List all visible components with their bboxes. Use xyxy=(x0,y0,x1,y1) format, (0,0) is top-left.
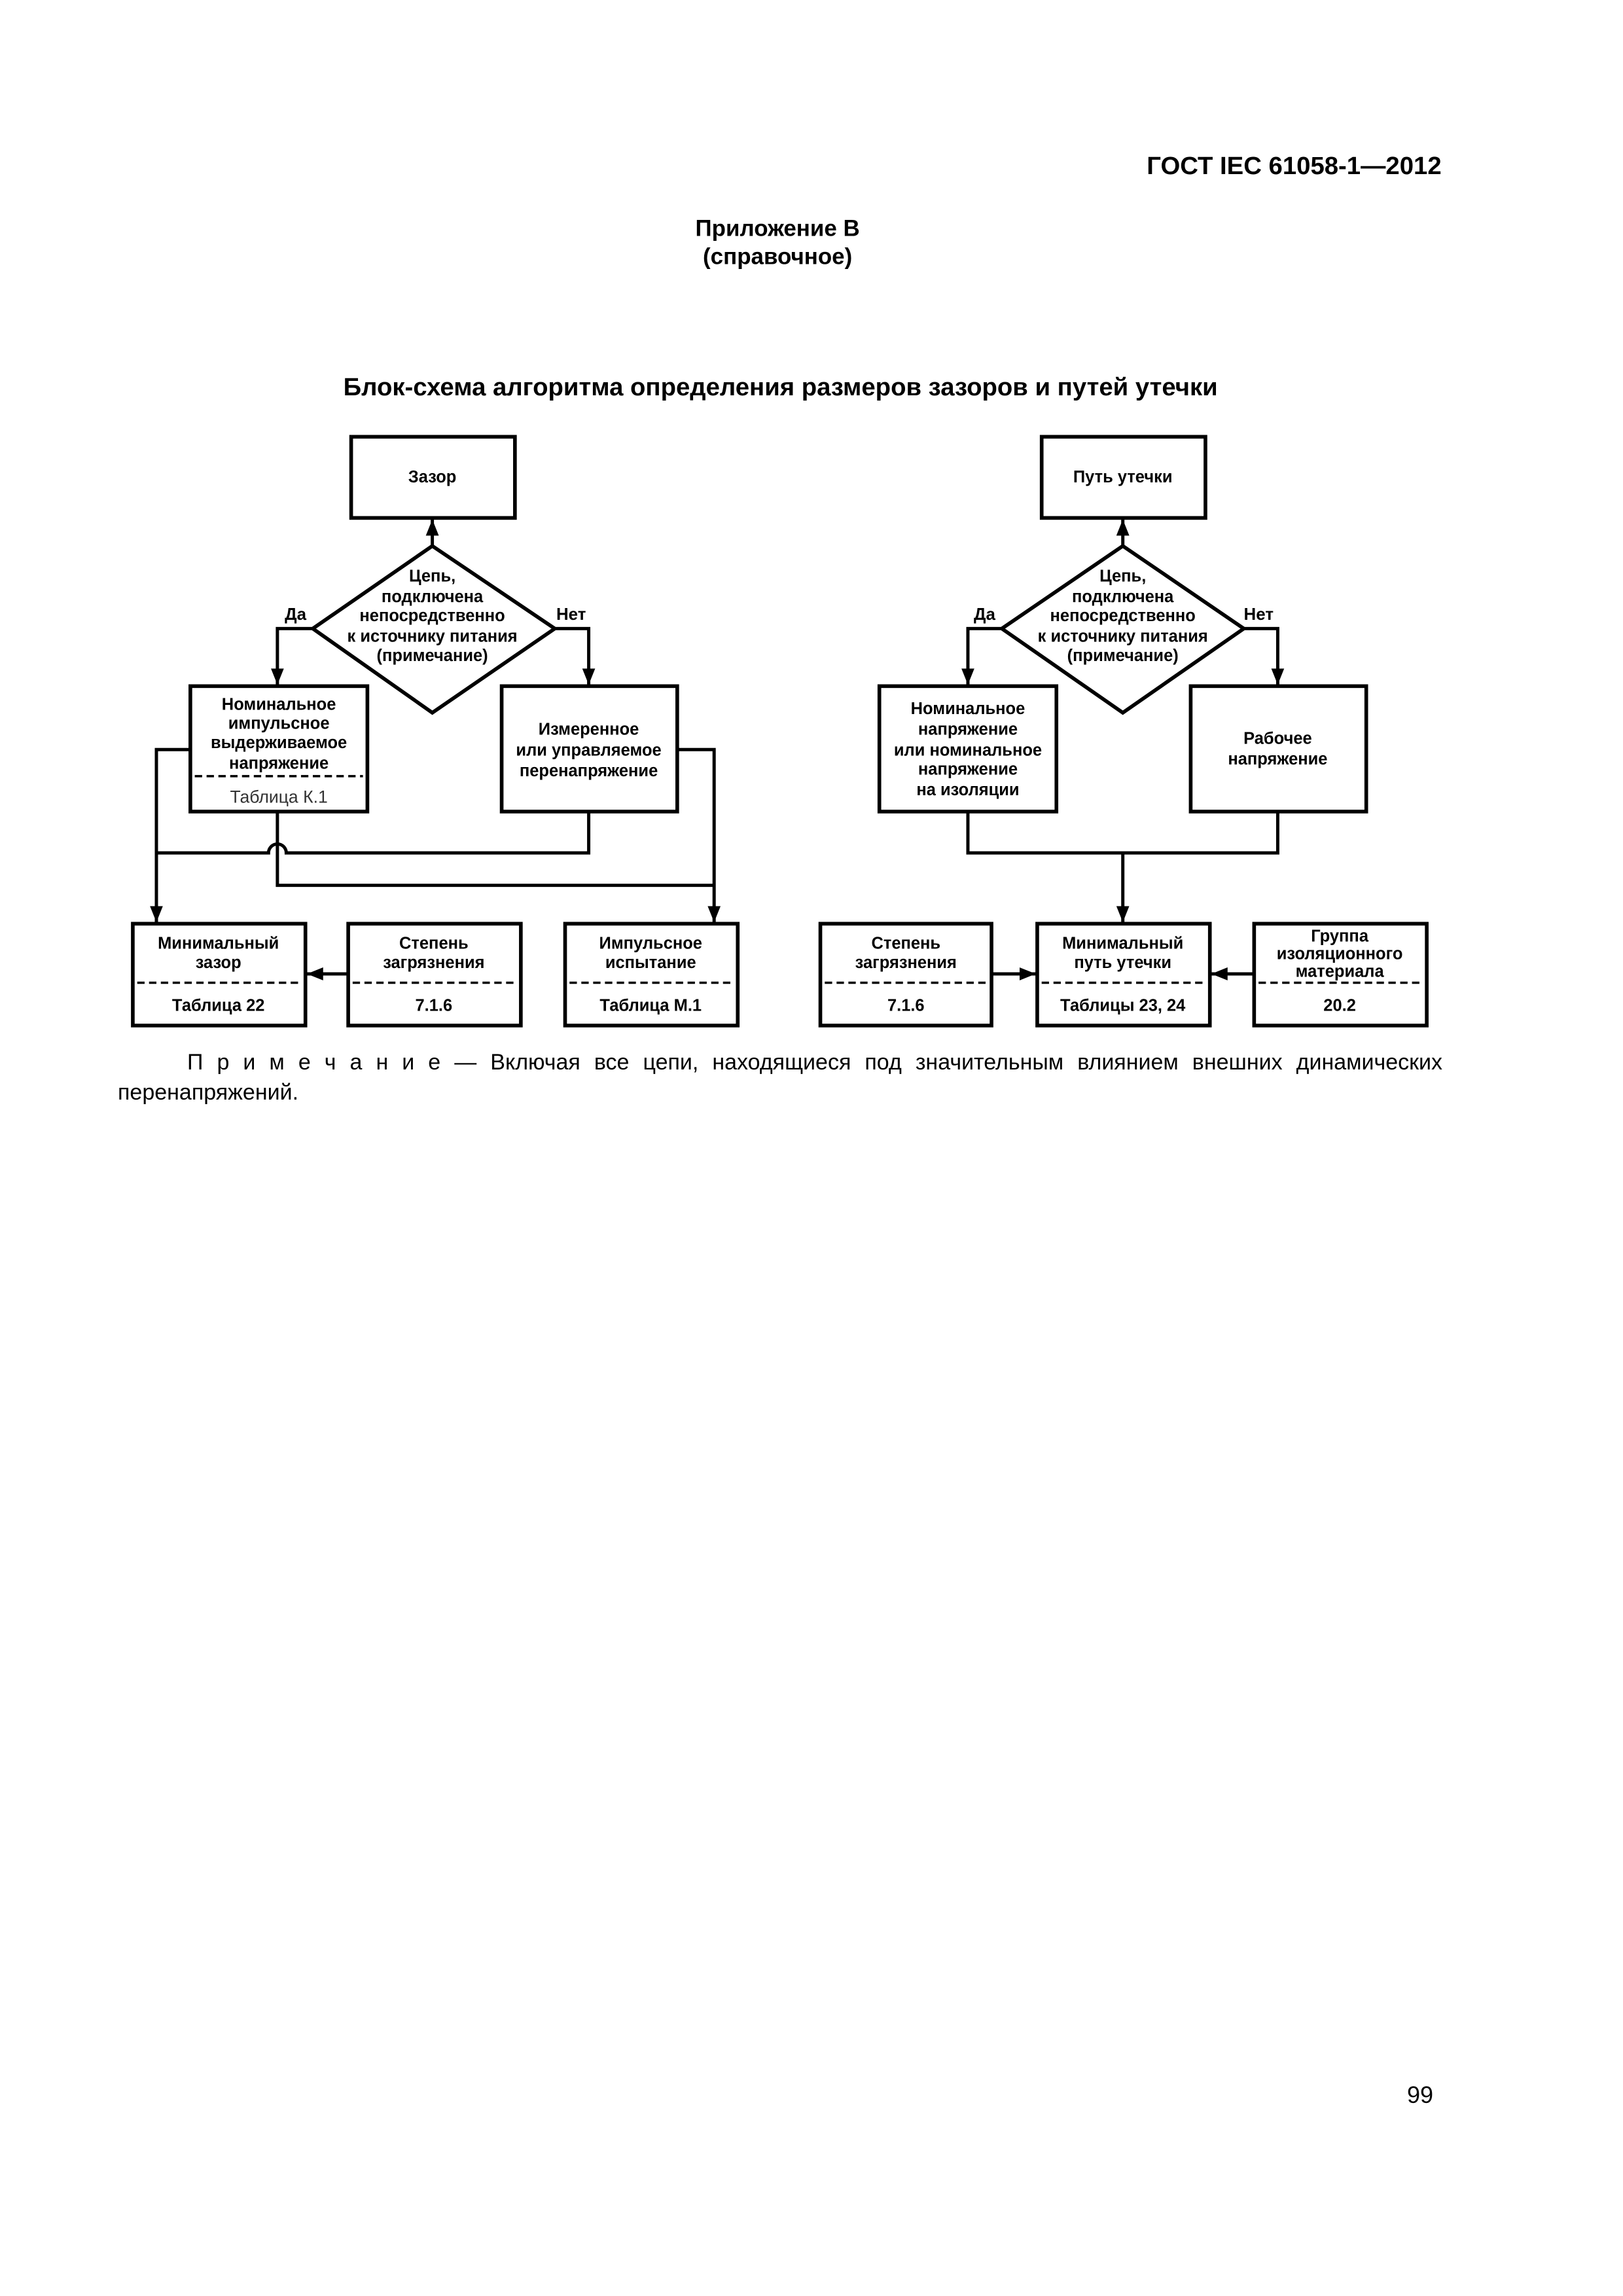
box-label: напряжение xyxy=(918,721,1018,739)
note-line-1: П р и м е ч а н и е — Включая все цепи, … xyxy=(118,1047,1442,1077)
box-reference: Таблицы 23, 24 xyxy=(1060,996,1186,1014)
annex-title: Приложение В xyxy=(696,216,860,242)
box-label: напряжение xyxy=(918,761,1018,779)
box-label: Степень xyxy=(399,935,469,953)
decision-text: подключена xyxy=(1072,588,1174,606)
box-label: загрязнения xyxy=(855,954,957,972)
yes-arrow xyxy=(961,626,1002,685)
box-label: на изоляции xyxy=(916,781,1019,799)
box-reference: 7.1.6 xyxy=(887,996,925,1014)
figure-title: Блок-схема алгоритма определения размеро… xyxy=(344,373,1218,401)
box-label: Рабочее xyxy=(1243,729,1312,747)
box-label: изоляционного xyxy=(1277,944,1403,963)
decision-text: к источнику питания xyxy=(1038,628,1208,646)
box-label: зазор xyxy=(196,954,241,972)
box-label: или управляемое xyxy=(516,741,661,759)
connector-line-hop xyxy=(156,811,591,855)
box-label: загрязнения xyxy=(383,954,484,972)
box-label: испытание xyxy=(605,954,696,972)
box-reference: Таблица М.1 xyxy=(599,996,702,1014)
box-label: перенапряжение xyxy=(520,762,658,780)
decision-text: к источнику питания xyxy=(348,628,518,646)
min-creepage-box xyxy=(1035,922,1212,1028)
box-label: импульсное xyxy=(228,715,330,733)
decision-text: подключена xyxy=(382,588,484,606)
box-reference: Таблица К.1 xyxy=(230,787,327,806)
box-label: напряжение xyxy=(229,755,329,773)
annex-subtitle: (справочное) xyxy=(703,244,852,270)
box-reference: 20.2 xyxy=(1323,996,1356,1014)
no-arrow xyxy=(1243,626,1285,685)
note-line-2: перенапряжений. xyxy=(118,1080,299,1105)
creepage-flowchart-text: Путь утечки Цепь, подключена непосредств… xyxy=(855,468,1403,1014)
decision-text: Цепь, xyxy=(409,567,455,585)
decision-diamond xyxy=(310,543,558,715)
box-label: напряжение xyxy=(1228,750,1327,768)
box-label: путь утечки xyxy=(1074,954,1171,972)
box-label: Номинальное xyxy=(911,700,1026,718)
box-label: Путь утечки xyxy=(1073,468,1173,486)
min-clearance-box xyxy=(131,922,308,1028)
decision-text: Цепь, xyxy=(1099,567,1146,585)
box-label: Степень xyxy=(871,935,940,953)
connector-line xyxy=(276,811,715,888)
clearance-flowchart xyxy=(131,435,740,1028)
box-label: Минимальный xyxy=(158,935,279,953)
decision-text: (примечание) xyxy=(377,647,488,665)
connector-line xyxy=(966,811,1279,855)
box-label: Группа xyxy=(1311,927,1369,945)
box-label: Номинальное xyxy=(222,695,336,713)
box-label: Минимальный xyxy=(1062,935,1183,953)
no-arrow xyxy=(554,626,596,685)
box-label: Зазор xyxy=(408,468,457,486)
connector-to-min-clearance xyxy=(150,747,190,923)
clearance-box xyxy=(349,435,517,520)
box-label: материала xyxy=(1296,962,1385,980)
box-label: Измеренное xyxy=(539,721,639,739)
yes-label: Да xyxy=(285,605,306,624)
box-reference: 7.1.6 xyxy=(416,996,453,1014)
yes-arrow xyxy=(270,626,313,685)
no-label: Нет xyxy=(556,605,586,624)
decision-text: (примечание) xyxy=(1067,647,1179,665)
decision-diamond xyxy=(998,543,1247,715)
box-reference: Таблица 22 xyxy=(172,996,265,1014)
box-label: выдерживаемое xyxy=(211,734,347,752)
connector-to-impulse-test xyxy=(677,747,721,923)
working-voltage-box xyxy=(1188,684,1368,814)
note-text: — Включая все цепи, находящиеся под знач… xyxy=(440,1050,1443,1075)
creepage-box xyxy=(1039,435,1207,520)
no-label: Нет xyxy=(1244,605,1274,624)
decision-text: непосредственно xyxy=(359,607,505,625)
box-label: или номинальное xyxy=(894,741,1042,759)
creepage-flowchart xyxy=(818,435,1429,1028)
figure-note: П р и м е ч а н и е — Включая все цепи, … xyxy=(118,1047,1442,1107)
impulse-test-box xyxy=(563,922,740,1028)
clearance-flowchart-text: Зазор Цепь, подключена непосредственно к… xyxy=(158,468,702,1014)
note-label: П р и м е ч а н и е xyxy=(187,1050,441,1075)
document-id: ГОСТ IEC 61058-1—2012 xyxy=(1147,152,1441,180)
decision-text: непосредственно xyxy=(1050,607,1196,625)
page-number: 99 xyxy=(1407,2081,1434,2108)
box-label: Импульсное xyxy=(599,935,702,953)
yes-label: Да xyxy=(974,605,995,624)
